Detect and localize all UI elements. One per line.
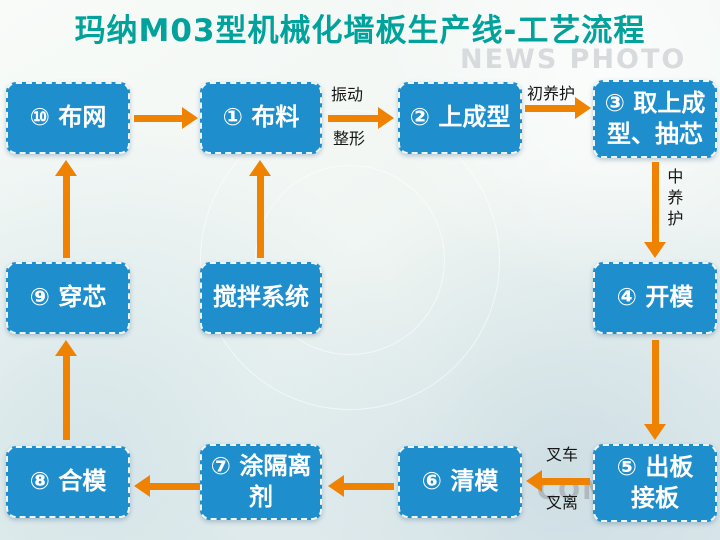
- node-label: ⑨ 穿芯: [29, 283, 107, 312]
- edge-label-shaping: 整形: [333, 129, 366, 148]
- edge-label-fork-away: 叉离: [546, 493, 579, 512]
- arrow-step9-to-step10: [55, 160, 78, 258]
- node-label: ④ 开模: [616, 283, 694, 312]
- node-step8-he-mo: ⑧ 合模: [6, 446, 130, 518]
- node-label: ⑥ 清模: [421, 467, 499, 496]
- arrow-step5-to-step6: [526, 470, 590, 493]
- edge-label-mid-curing: 中养护: [664, 168, 684, 231]
- arrow-step8-to-step9: [55, 340, 78, 440]
- node-step6-qing-mo: ⑥ 清模: [398, 446, 522, 518]
- arrow-head: [55, 160, 77, 176]
- background-ring: [255, 165, 445, 355]
- arrow-shaft: [525, 105, 577, 112]
- page-title: 玛纳M03型机械化墙板生产线-工艺流程: [74, 13, 646, 49]
- arrow-head: [644, 424, 666, 440]
- arrow-step3-to-step4: [644, 162, 667, 258]
- arrow-mixer-to-step1: [249, 160, 272, 258]
- arrow-head: [182, 107, 198, 129]
- node-label: ⑤ 出板 接板: [616, 452, 694, 512]
- arrow-shaft: [63, 174, 70, 258]
- arrow-head: [249, 160, 271, 176]
- arrow-head: [378, 107, 394, 129]
- node-step10-bu-wang: ⑩ 布网: [6, 82, 130, 154]
- node-step3-qu-shang-cheng-xing-chou-xin: ③ 取上成 型、抽芯: [593, 80, 717, 158]
- arrow-step10-to-step1: [134, 107, 198, 130]
- arrow-shaft: [257, 174, 264, 258]
- node-step7-tu-ge-li-ji: ⑦ 涂隔离 剂: [200, 444, 322, 520]
- arrow-head: [644, 242, 666, 258]
- node-label: ⑧ 合模: [29, 467, 107, 496]
- node-step9-chuan-xin: ⑨ 穿芯: [6, 262, 130, 334]
- node-step4-kai-mo: ④ 开模: [593, 262, 717, 334]
- node-label: ③ 取上成 型、抽芯: [604, 88, 706, 148]
- arrow-shaft: [63, 354, 70, 440]
- edge-label-vibration: 振动: [331, 85, 364, 104]
- arrow-step1-to-step2: [328, 107, 394, 130]
- arrow-step7-to-step8: [134, 475, 200, 498]
- edge-label-forklift: 叉车: [546, 445, 579, 464]
- node-step1-bu-liao: ① 布料: [200, 82, 322, 154]
- node-step5-chu-ban-jie-ban: ⑤ 出板 接板: [593, 444, 717, 522]
- arrow-shaft: [652, 340, 659, 426]
- arrow-shaft: [652, 162, 659, 244]
- node-step2-shang-cheng-xing: ② 上成型: [398, 82, 522, 154]
- arrow-head: [526, 470, 542, 492]
- node-label: ① 布料: [222, 103, 300, 132]
- arrow-shaft: [342, 483, 394, 490]
- arrow-shaft: [540, 478, 590, 485]
- arrow-shaft: [328, 115, 380, 122]
- arrow-step6-to-step7: [328, 475, 394, 498]
- arrow-head: [328, 475, 344, 497]
- edge-label-initial-curing: 初养护: [527, 84, 576, 103]
- arrow-head: [134, 475, 150, 497]
- node-label: ⑩ 布网: [29, 103, 107, 132]
- background-ring: [200, 110, 500, 410]
- arrow-step2-to-step3: [525, 97, 591, 120]
- node-label: ⑦ 涂隔离 剂: [210, 451, 312, 511]
- arrow-step4-to-step5: [644, 340, 667, 440]
- arrow-shaft: [134, 115, 184, 122]
- arrow-shaft: [148, 483, 200, 490]
- node-mixer-jiao-ban-xi-tong: 搅拌系统: [200, 262, 322, 334]
- watermark-news-photo: NEWS PHOTO: [460, 44, 687, 75]
- node-label: ② 上成型: [409, 103, 511, 132]
- node-label: 搅拌系统: [213, 283, 309, 312]
- arrow-head: [575, 97, 591, 119]
- arrow-head: [55, 340, 77, 356]
